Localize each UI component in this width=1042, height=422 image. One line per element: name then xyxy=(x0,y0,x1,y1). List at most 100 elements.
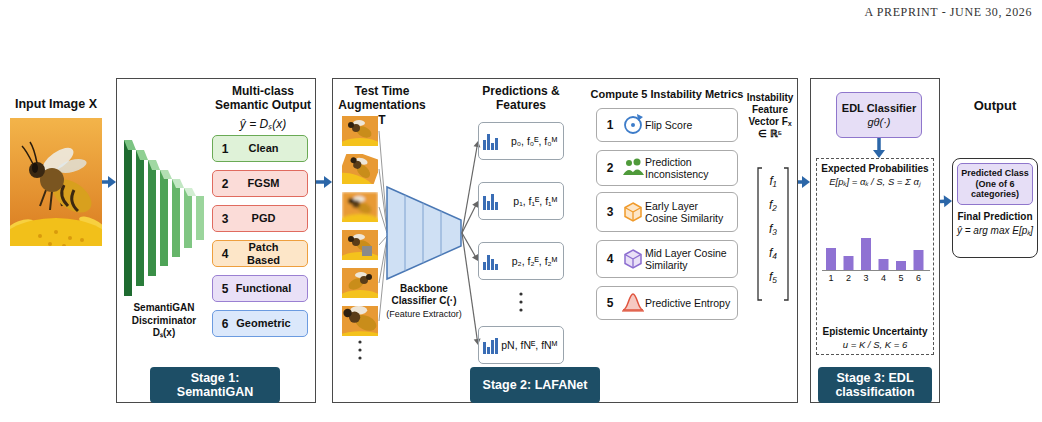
column-heading: Predictions & Features xyxy=(474,84,568,113)
flow-arrow xyxy=(798,176,810,188)
class-index-holder: 3 xyxy=(859,273,873,283)
stage-label: Stage 3: EDL classification xyxy=(818,371,932,400)
augmented-thumbnails-part xyxy=(342,230,378,260)
prediction-bar-icons-part-part xyxy=(491,194,494,210)
vector-brackets xyxy=(758,168,788,300)
discriminator-layers-part xyxy=(172,179,184,188)
prediction-bar-icons-part xyxy=(519,292,522,295)
metric-icons xyxy=(622,114,644,311)
vector-entry-holder: f₁ xyxy=(763,174,783,188)
prediction-box: p₀, f₀ᴱ, f₀ᴹ xyxy=(478,122,564,160)
bee-photo-part xyxy=(38,234,42,238)
flow-arrow xyxy=(102,176,116,188)
page-header: A PREPRINT - JUNE 30, 2026 xyxy=(640,5,1032,20)
discriminator-layers-part xyxy=(136,150,144,286)
vector-entry: f₁ xyxy=(763,174,783,188)
augmented-thumbnails-part xyxy=(342,306,378,336)
prediction-bar-icons-part-part xyxy=(495,202,498,210)
prediction-bar-icons-part xyxy=(483,194,498,210)
arrow-shaft xyxy=(877,138,881,152)
vector-entry-holder: f₄ xyxy=(763,246,783,260)
augmented-thumbnails-part-part xyxy=(342,116,378,146)
metric-icons-part xyxy=(623,294,643,310)
prediction-bar-icons-part-part xyxy=(487,347,490,354)
column-heading-holder: Compute 5 Instability Metrics xyxy=(588,88,746,100)
class-box: 2FGSM xyxy=(212,170,308,197)
arrow-shaft xyxy=(462,233,477,340)
arrow-head xyxy=(324,176,332,188)
class-number: 3 xyxy=(218,212,232,226)
discriminator-layers-part xyxy=(148,160,160,170)
discriminator-layers-part xyxy=(172,179,180,257)
discriminator-layers-part xyxy=(160,170,172,179)
metric-icons-part xyxy=(622,310,644,311)
column-heading: Instability Feature Vector Fₓ ∈ ℝ⁵ xyxy=(744,92,796,140)
class-index-holder: 6 xyxy=(912,273,926,283)
class-box: 1Clean xyxy=(212,135,308,162)
prediction-bar-icons-part-part xyxy=(491,259,494,270)
arrow-shaft xyxy=(462,205,476,233)
network-label: SemantiGAN Discriminator Dₛ(x) xyxy=(120,302,208,340)
metric-number: 4 xyxy=(603,252,617,266)
stage-panel: Multi-class Semantic Outputŷ = Dₛ(x)Sema… xyxy=(116,78,316,403)
prediction-box: p₁, f₁ᴱ, f₁ᴹ xyxy=(478,182,564,220)
probability-bars-part xyxy=(844,256,854,270)
predicted-class-box: Predicted Class (One of 6 categories) xyxy=(957,163,1033,205)
metric-icons-part xyxy=(634,159,641,166)
augmented-thumbnails-part xyxy=(358,340,361,343)
prediction-bar-icons-part-part xyxy=(491,143,494,150)
backbone-shape-part xyxy=(405,195,441,271)
metric-number: 2 xyxy=(603,161,617,175)
augmented-thumbnails-part xyxy=(342,268,378,298)
prediction-bar-icons-part-part xyxy=(495,138,498,150)
augmented-thumbnails-part-part xyxy=(342,268,378,298)
prediction-bar-icons-part xyxy=(483,134,498,150)
prediction-bar-icons-part-part xyxy=(487,134,490,150)
augmented-thumbnails-part-part xyxy=(342,192,378,222)
arrow-head xyxy=(802,176,810,188)
probability-bars-part xyxy=(822,270,930,271)
augmented-thumbnails-part xyxy=(379,131,387,321)
bee-photo-part xyxy=(62,185,68,206)
metric-icons-part xyxy=(631,123,635,127)
class-name: Clean xyxy=(232,142,307,154)
class-name: FGSM xyxy=(232,177,307,189)
column-heading-holder: Predictions & Features xyxy=(474,84,568,113)
augmented-thumbnails-part xyxy=(358,356,361,359)
probability-bars-part xyxy=(896,261,906,270)
prediction-bar-icons-part-part xyxy=(491,340,494,354)
output-class: Predicted Class (One of 6 categories) xyxy=(961,168,1029,200)
bee-photo-part xyxy=(32,163,38,173)
vector-brackets-part xyxy=(758,168,762,300)
class-index-holder: 4 xyxy=(877,273,891,283)
stage-panel: Test Time Augmentations TBackbone Classi… xyxy=(332,78,798,403)
prediction-bar-icons-part xyxy=(483,338,498,354)
probability-bars xyxy=(822,238,930,271)
metric-name: Early Layer Cosine Similarity xyxy=(645,200,737,224)
discriminator-layers-part xyxy=(148,160,156,276)
augmented-thumbnails-part-part xyxy=(342,154,378,184)
vector-entry-holder: f₅ xyxy=(763,270,783,284)
prediction-bar-icons-part-part xyxy=(483,140,486,150)
prediction-bar-icons-part-part xyxy=(487,201,490,210)
prediction-bar-icons-part-part xyxy=(483,196,486,210)
prediction-bar-icons-part xyxy=(519,308,522,311)
metric-number: 5 xyxy=(603,296,617,310)
backbone-shape xyxy=(387,187,461,279)
bee-photo-part xyxy=(54,230,58,234)
probability-bars-part xyxy=(879,259,889,270)
prediction-bar-icons-part xyxy=(519,300,522,303)
prediction-text: p₀, f₀ᴱ, f₀ᴹ xyxy=(511,135,563,147)
probability-bars-part xyxy=(861,238,871,270)
panel-heading: Test Time Augmentations T xyxy=(336,84,428,127)
augmented-thumbnails-part xyxy=(342,116,378,146)
metric-icons-part xyxy=(625,203,641,221)
probability-bars-part xyxy=(914,250,924,270)
metric-icons-part xyxy=(625,250,641,268)
prediction-box: pN, fNᴱ, fNᴹ xyxy=(478,326,564,364)
prediction-text: pN, fNᴱ, fNᴹ xyxy=(501,339,563,351)
prediction-bar-icons-part-part xyxy=(483,342,486,354)
metric-icons-part xyxy=(637,114,643,121)
input-image: Input Image X xyxy=(10,118,102,246)
section-heading: Expected Probabilities xyxy=(821,163,928,174)
